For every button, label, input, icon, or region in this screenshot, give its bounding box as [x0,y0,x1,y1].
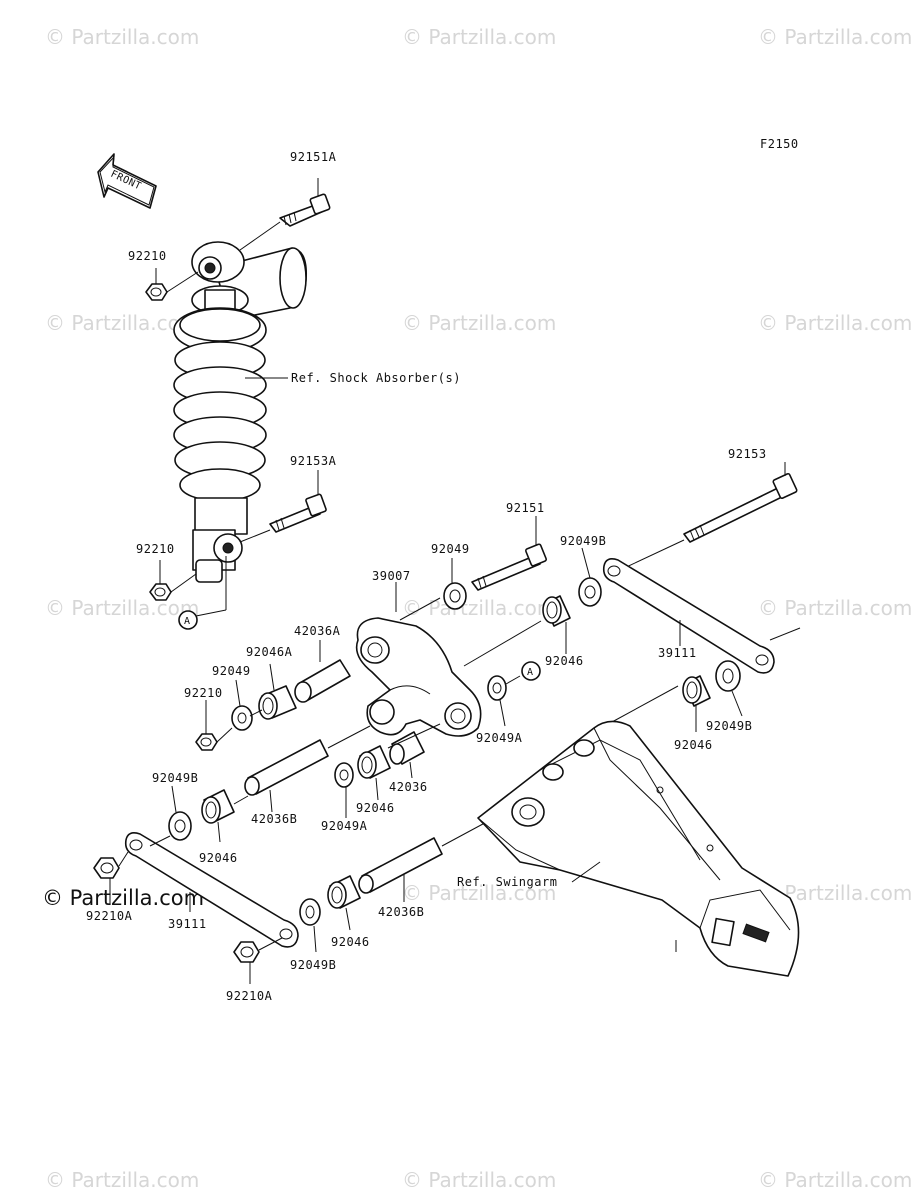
front-arrow-icon: FRONT [97,153,157,209]
tie-rod-39111-icon [124,832,299,948]
part-label-92210: 92210 [184,686,223,700]
part-label-92210: 92210 [136,542,175,556]
part-label-92151a: 92151A [290,150,337,164]
nut-92210-icon [195,733,218,751]
part-label-92046: 92046 [199,851,238,865]
part-label-92049: 92049 [431,542,470,556]
washer-92049b-icon [299,898,321,926]
part-label-92049: 92049 [212,664,251,678]
washer-92049b-icon [715,660,741,692]
bolt-92151-icon [471,543,547,591]
bolt-92151a-icon [279,193,331,227]
nut-92210a-icon [93,857,120,879]
part-label-92049a: 92049A [321,819,368,833]
part-label-42036a: 42036A [294,624,341,638]
nut-92210-icon [145,283,168,301]
watermark-text: © Partzilla.com [45,1168,199,1192]
swingarm-icon [477,720,800,977]
washer-92049a-icon [334,762,354,788]
diagram-code: F2150 [760,137,799,151]
callout-a-label: A [527,667,534,678]
washer-92049-icon [231,705,253,731]
bearing-92046-icon [542,595,571,627]
part-label-92151: 92151 [506,501,545,515]
watermark-text: © Partzilla.com [45,596,199,620]
part-label-42036b: 42036B [378,905,424,919]
rocker-arm-39007-icon [355,617,482,737]
ref-swingarm-label: Ref. Swingarm [457,875,557,889]
watermark-text: © Partzilla.com [758,311,912,335]
part-label-92210: 92210 [128,249,167,263]
callout-a-label: A [184,616,191,627]
collar-42036a-icon [294,659,351,703]
part-label-92049b: 92049B [290,958,336,972]
part-label-39111: 39111 [658,646,697,660]
bearing-92046-icon [201,789,235,824]
part-label-39111: 39111 [168,917,207,931]
part-label-92153a: 92153A [290,454,337,468]
watermark-text: © Partzilla.com [402,25,556,49]
watermark-text: © Partzilla.com [402,1168,556,1192]
watermark-text: © Partzilla.com [758,25,912,49]
part-label-92046a: 92046A [246,645,293,659]
part-label-92049b: 92049B [152,771,198,785]
bolt-92153a-icon [269,493,327,533]
watermark-text: © Partzilla.com [402,596,556,620]
collar-42036b-icon [244,739,329,796]
bearing-92046a-icon [258,685,297,720]
part-label-92046: 92046 [356,801,395,815]
part-label-42036b: 42036B [251,812,297,826]
tie-rod-39111-icon [602,558,775,674]
part-label-39007: 39007 [372,569,411,583]
ref-shock-absorber-label: Ref. Shock Absorber(s) [291,371,461,385]
part-label-92046: 92046 [331,935,370,949]
shock-absorber-icon [173,241,308,583]
watermark-text: © Partzilla.com [758,1168,912,1192]
part-label-92046: 92046 [674,738,713,752]
part-label-92210a: 92210A [226,989,273,1003]
bolt-92153-icon [683,472,798,543]
callout-a-icon: A [521,661,541,681]
bearing-92046-icon [357,745,391,779]
collar-42036-icon [389,731,425,765]
part-label-92049a: 92049A [476,731,523,745]
bearing-92046-icon [327,875,361,909]
watermark-corner-text: © Partzilla.com [42,886,204,910]
part-label-92049b: 92049B [706,719,752,733]
callout-a-icon: A [178,610,198,630]
washer-92049-icon [443,582,467,610]
washer-92049b-icon [168,811,192,841]
watermark-text: © Partzilla.com [402,311,556,335]
part-label-92049b: 92049B [560,534,606,548]
part-label-92046: 92046 [545,654,584,668]
watermark-text: © Partzilla.com [402,881,556,905]
washer-92049b-icon [578,577,602,607]
part-label-42036: 42036 [389,780,428,794]
watermark-layer: © Partzilla.com © Partzilla.com © Partzi… [42,25,912,1192]
watermark-text: © Partzilla.com [758,596,912,620]
collar-42036b-icon [358,837,443,894]
part-label-92210a: 92210A [86,909,133,923]
washer-92049a-icon [487,675,507,701]
watermark-text: © Partzilla.com [45,25,199,49]
part-label-92153: 92153 [728,447,767,461]
nut-92210a-icon [233,941,260,963]
bearing-92046-icon [682,675,711,707]
